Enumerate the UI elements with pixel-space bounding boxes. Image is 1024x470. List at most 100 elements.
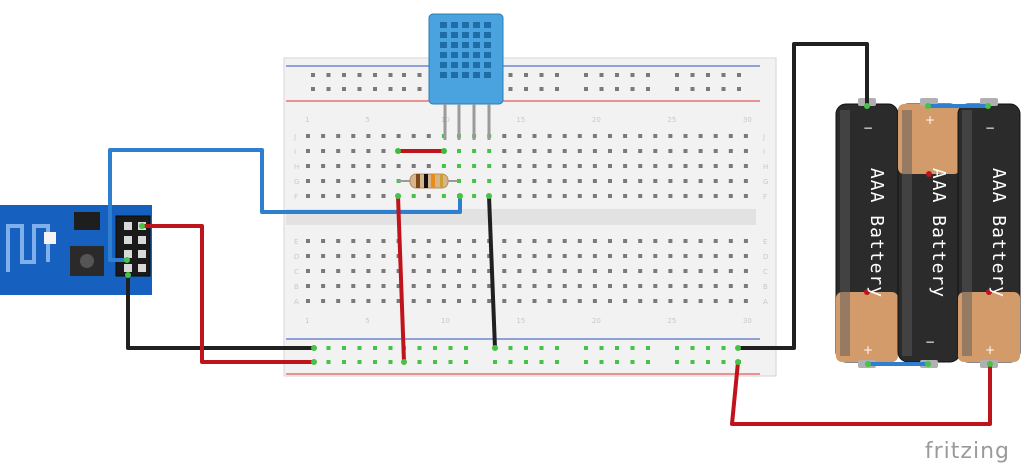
hole (336, 179, 341, 183)
hole (698, 194, 703, 198)
hole (336, 194, 341, 198)
hole (592, 149, 597, 153)
hole (638, 299, 643, 303)
hole (683, 284, 688, 288)
hole (441, 239, 446, 243)
battery-label: AAA Battery (928, 168, 949, 298)
hole (743, 269, 748, 273)
hole (653, 179, 658, 183)
hole (683, 194, 688, 198)
grille-slot (484, 62, 491, 68)
wire-black-battery (738, 42, 869, 350)
hole (532, 164, 537, 168)
battery-minus-sign: − (925, 335, 935, 349)
rail-hole (464, 346, 468, 350)
battery-plus-sign: + (925, 113, 935, 127)
hole (366, 179, 371, 183)
hole (728, 164, 733, 168)
wire-black-esp-gnd (126, 275, 314, 350)
hole (411, 299, 416, 303)
hole (366, 284, 371, 288)
hole (457, 254, 461, 258)
hole (683, 269, 688, 273)
hole (743, 134, 748, 138)
hole (713, 134, 718, 138)
hole (638, 149, 643, 153)
hole (638, 194, 643, 198)
grille-slot (440, 42, 447, 48)
hole (517, 149, 522, 153)
wire-endpoint (987, 361, 993, 367)
rail-hole (388, 346, 393, 350)
rail-hole (524, 360, 528, 364)
row-letter: F (763, 193, 767, 201)
hole (306, 164, 310, 168)
hole (381, 149, 386, 153)
grille-slot (484, 52, 491, 58)
column-number: 1 (305, 317, 309, 325)
rail-hole (417, 87, 422, 91)
breadboard-holes (306, 73, 748, 364)
rail-hole (539, 87, 544, 91)
rail-hole (539, 346, 544, 350)
hole (457, 284, 461, 288)
column-number: 20 (592, 116, 601, 124)
hole (472, 164, 477, 168)
hole (623, 299, 628, 303)
row-letter: I (763, 148, 765, 156)
hole (743, 284, 748, 288)
hole (577, 194, 582, 198)
hole (532, 254, 537, 258)
hole (653, 134, 658, 138)
hole (668, 194, 673, 198)
rail-hole (508, 346, 513, 350)
rail-hole (584, 87, 588, 91)
wire-endpoint (492, 345, 498, 351)
hole (321, 164, 326, 168)
hole (351, 179, 356, 183)
wire-endpoint (139, 223, 145, 229)
grille-slot (440, 22, 447, 28)
row-letter: E (294, 238, 298, 246)
hole (441, 284, 446, 288)
hole (321, 194, 326, 198)
hole (321, 179, 326, 183)
led (44, 232, 56, 244)
hole (592, 254, 597, 258)
hole (306, 134, 310, 138)
rail-hole (706, 73, 710, 77)
hole (396, 284, 401, 288)
grille-slot (473, 62, 480, 68)
hole (608, 299, 612, 303)
hole (698, 284, 703, 288)
rail-hole (690, 346, 695, 350)
wire-endpoint (735, 359, 741, 365)
hole (608, 254, 612, 258)
hole (306, 299, 310, 303)
rail-hole (646, 87, 650, 91)
hole (457, 149, 461, 153)
rail-hole (737, 87, 741, 91)
hole (562, 149, 567, 153)
hole (532, 239, 537, 243)
rail-hole (433, 346, 437, 350)
hole (608, 134, 612, 138)
hole (321, 284, 326, 288)
column-number: 1 (305, 116, 309, 124)
hole (381, 254, 386, 258)
hole (411, 269, 416, 273)
hole (517, 299, 522, 303)
hole (457, 164, 461, 168)
row-letter: C (294, 268, 299, 276)
hole (623, 239, 628, 243)
battery: AAA Battery−+ (957, 98, 1021, 368)
hole (713, 299, 718, 303)
rail-hole (373, 346, 377, 350)
hole (653, 194, 658, 198)
hole (487, 149, 492, 153)
hole (441, 194, 446, 198)
hole (321, 134, 326, 138)
hole (608, 164, 612, 168)
hole (411, 254, 416, 258)
hole (396, 164, 401, 168)
